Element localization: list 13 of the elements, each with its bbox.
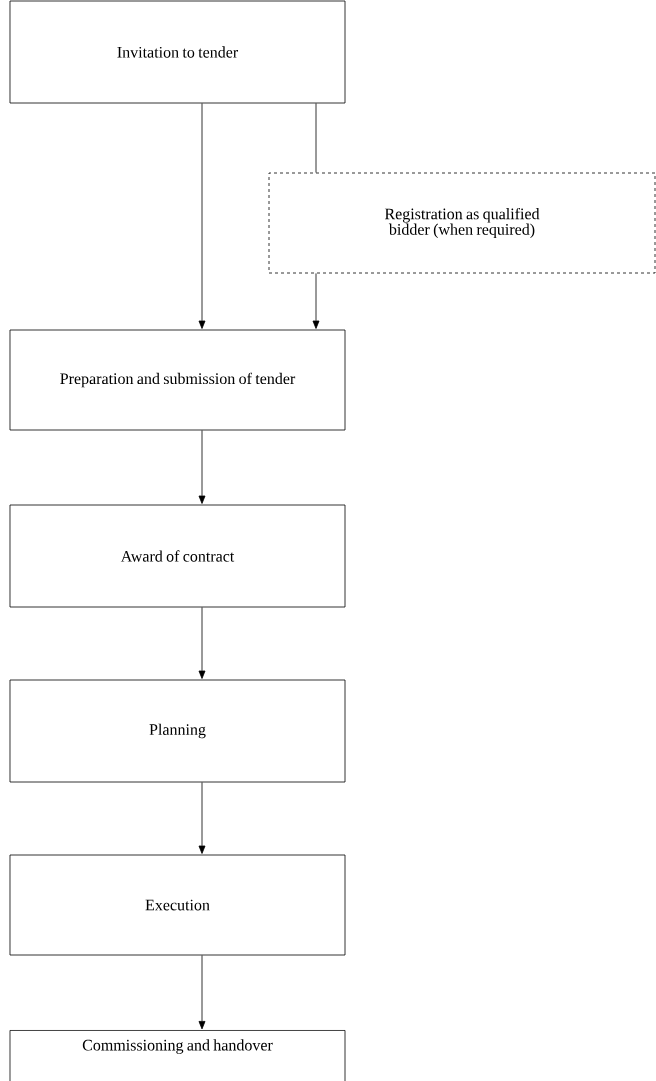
process-box: Preparation and submission of tender (9, 329, 346, 431)
process-box: Execution (9, 854, 346, 956)
arrow (198, 955, 206, 1030)
process-box: Award of contract (9, 504, 346, 608)
arrow (198, 782, 206, 854)
arrow (198, 607, 206, 679)
arrow (312, 273, 320, 329)
arrow (198, 103, 206, 329)
process-box: Invitation to tender (9, 0, 346, 104)
arrow (198, 430, 206, 504)
dashed-process-box: Registration as qualified bidder (when required) (268, 172, 656, 274)
process-box: Planning (9, 679, 346, 783)
process-box: Commissioning and handover (9, 1030, 346, 1081)
